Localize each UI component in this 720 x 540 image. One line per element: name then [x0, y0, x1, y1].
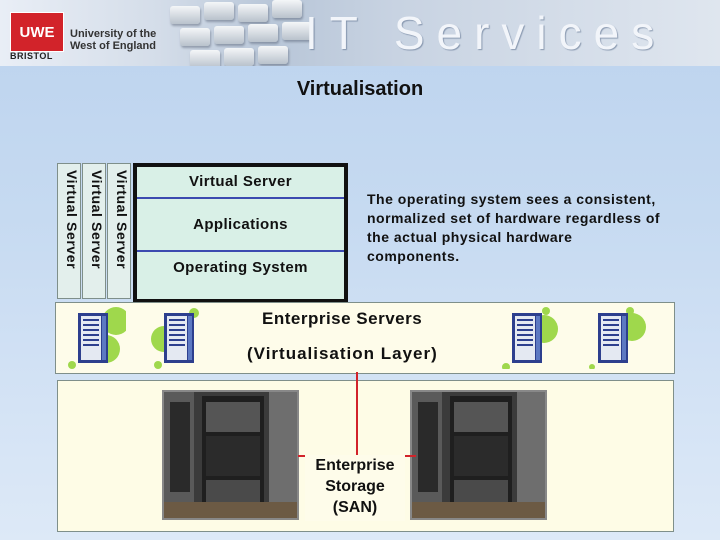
enterprise-storage-label: Enterprise Storage (SAN): [305, 455, 405, 521]
divider-line: [137, 250, 344, 252]
server-icon: [151, 308, 199, 369]
header-banner: UWE BRISTOL University of the West of En…: [0, 0, 720, 66]
storage-line-3: (SAN): [332, 499, 378, 516]
university-name: University of the West of England: [70, 28, 157, 52]
virtualisation-layer-label: (Virtualisation Layer): [247, 344, 438, 363]
applications-label: Applications: [193, 216, 288, 233]
virtual-server-label: Virtual Server: [189, 173, 292, 190]
virtual-server-tab-1: Virtual Server: [107, 163, 131, 299]
page-title: Virtualisation: [296, 78, 424, 100]
storage-line-1: Enterprise: [315, 457, 395, 474]
brand-title: IT Services: [305, 7, 667, 59]
server-rack-photo: [162, 390, 299, 520]
connector-line: [356, 372, 358, 459]
virtual-server-tab-3: Virtual Server: [57, 163, 81, 299]
divider-line: [137, 197, 344, 199]
operating-system-label: Operating System: [173, 259, 308, 276]
logo-mark: UWE: [19, 23, 55, 41]
keyboard-image: [170, 0, 330, 66]
enterprise-servers-title: Enterprise Servers: [262, 309, 423, 328]
virtual-server-box: Virtual Server Applications Operating Sy…: [133, 163, 348, 303]
server-icon: [502, 307, 558, 369]
logo-city: BRISTOL: [10, 51, 53, 61]
server-rack-photo: [410, 390, 547, 520]
description-text: The operating system sees a consistent, …: [367, 191, 661, 264]
virtual-server-tab-2: Virtual Server: [82, 163, 106, 299]
server-icon: [589, 307, 646, 369]
server-icon: [68, 307, 126, 369]
uwe-logo: UWE: [10, 12, 64, 52]
storage-line-2: Storage: [325, 478, 385, 495]
